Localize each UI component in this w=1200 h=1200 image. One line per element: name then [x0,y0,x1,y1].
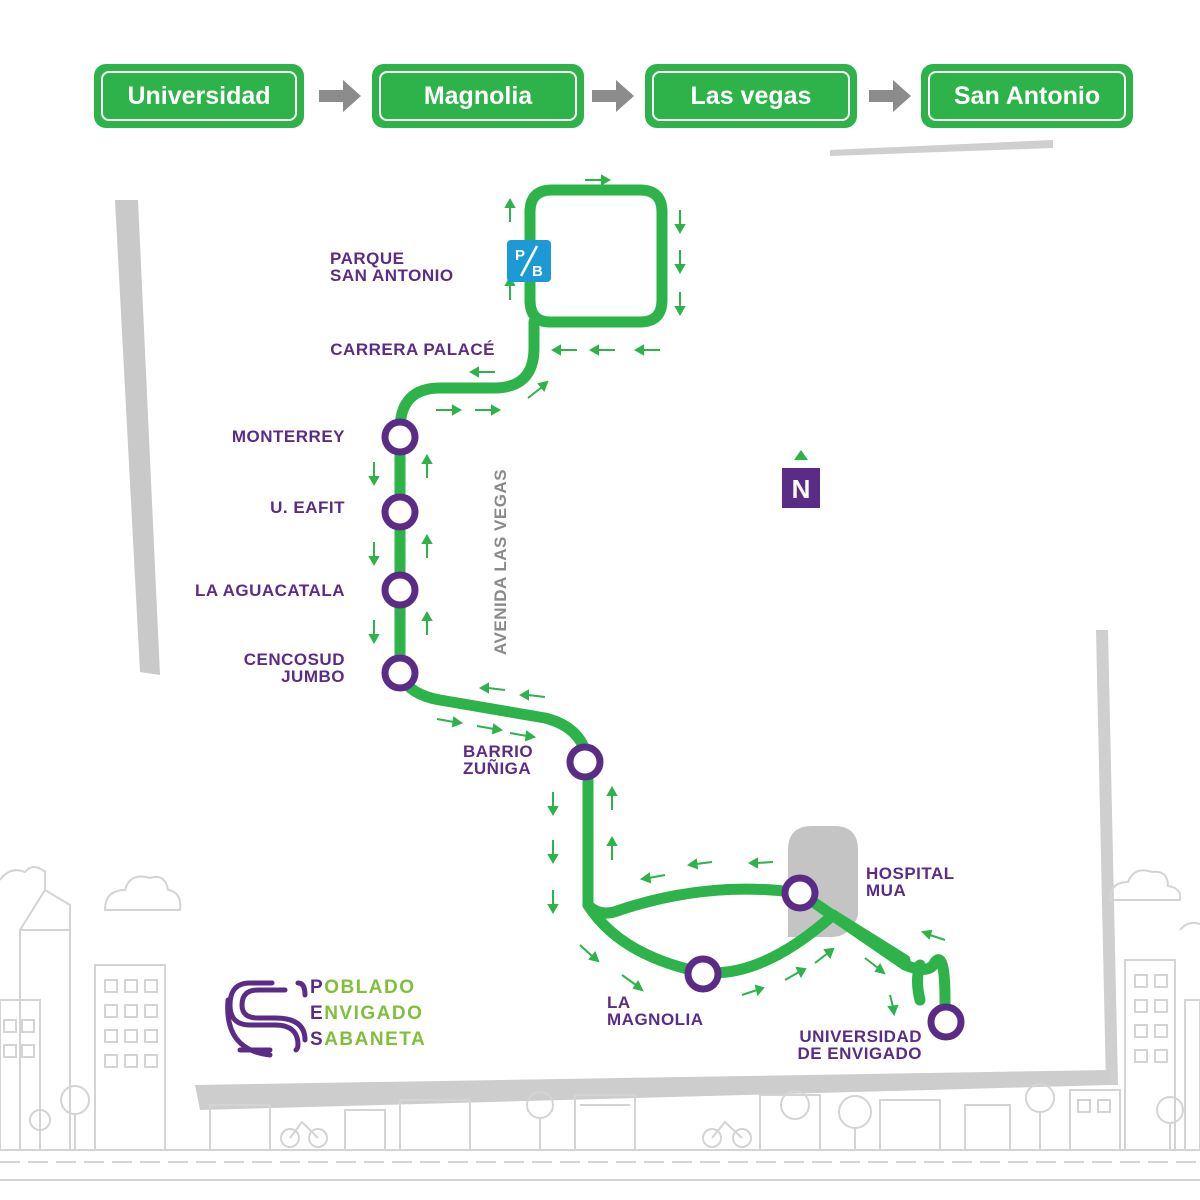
street-label-avenida-las-vegas: AVENIDA LAS VEGAS [491,468,510,655]
next-arrow-icon [592,80,634,112]
park-and-bike-icon: P B [507,240,551,282]
station-barrio-zuniga [566,743,604,781]
station-cencosud-jumbo [381,654,419,692]
station-label-hospital-mua: HOSPITAL MUA [866,864,955,900]
next-arrow-icon [869,80,911,112]
route-stop-label: Magnolia [423,81,533,110]
station-label-la-aguacatala: LA AGUACATALA [194,581,345,600]
station-label-universidad-envigado: UNIVERSIDAD DE ENVIGADO [797,1027,922,1063]
logo-mark [225,980,308,1058]
station-label-parque-san-antonio: PARQUE SAN ANTONIO [330,249,454,285]
direction-arrows [368,174,946,1017]
route-segment-palace [394,316,540,436]
station-label-barrio-zuniga: BARRIO ZUÑIGA [463,742,534,778]
station-label-la-magnolia: LA MAGNOLIA [607,993,704,1029]
stations [381,418,965,1041]
station-la-magnolia [684,955,722,993]
station-label-cencosud-jumbo: CENCOSUD JUMBO [243,650,345,686]
north-arrow-icon: N [782,450,820,508]
route-stop-label: Las vegas [690,81,812,110]
next-arrow-icon [319,80,361,112]
station-la-aguacatala [381,571,419,609]
route-stop-las-vegas: Las vegas [645,64,857,128]
svg-text:P: P [515,247,525,264]
station-hospital-mua [781,874,819,912]
station-label-monterrey: MONTERREY [231,427,345,446]
logo-line-poblado: POBLADO [310,977,416,998]
route-stop-universidad: Universidad [94,64,304,128]
route-stop-label: San Antonio [953,81,1101,110]
route-stop-magnolia: Magnolia [372,64,584,128]
route-loop-san-antonio [524,184,668,328]
station-label-carrera-palace: CARRERA PALACÉ [330,340,495,359]
svg-text:N: N [792,474,811,504]
city-skyline [0,866,1200,1181]
route-stop-san-antonio: San Antonio [921,64,1133,128]
route-branch-hospital [582,883,806,919]
station-monterrey [381,418,419,456]
logo-line-sabaneta: SABANETA [310,1029,427,1050]
station-u-eafit [381,493,419,531]
logo-line-envigado: ENVIGADO [310,1003,424,1024]
route-stop-label: Universidad [127,81,271,110]
station-universidad-envigado [927,1003,965,1041]
station-label-u-eafit: U. EAFIT [270,498,345,517]
svg-text:B: B [532,263,543,280]
